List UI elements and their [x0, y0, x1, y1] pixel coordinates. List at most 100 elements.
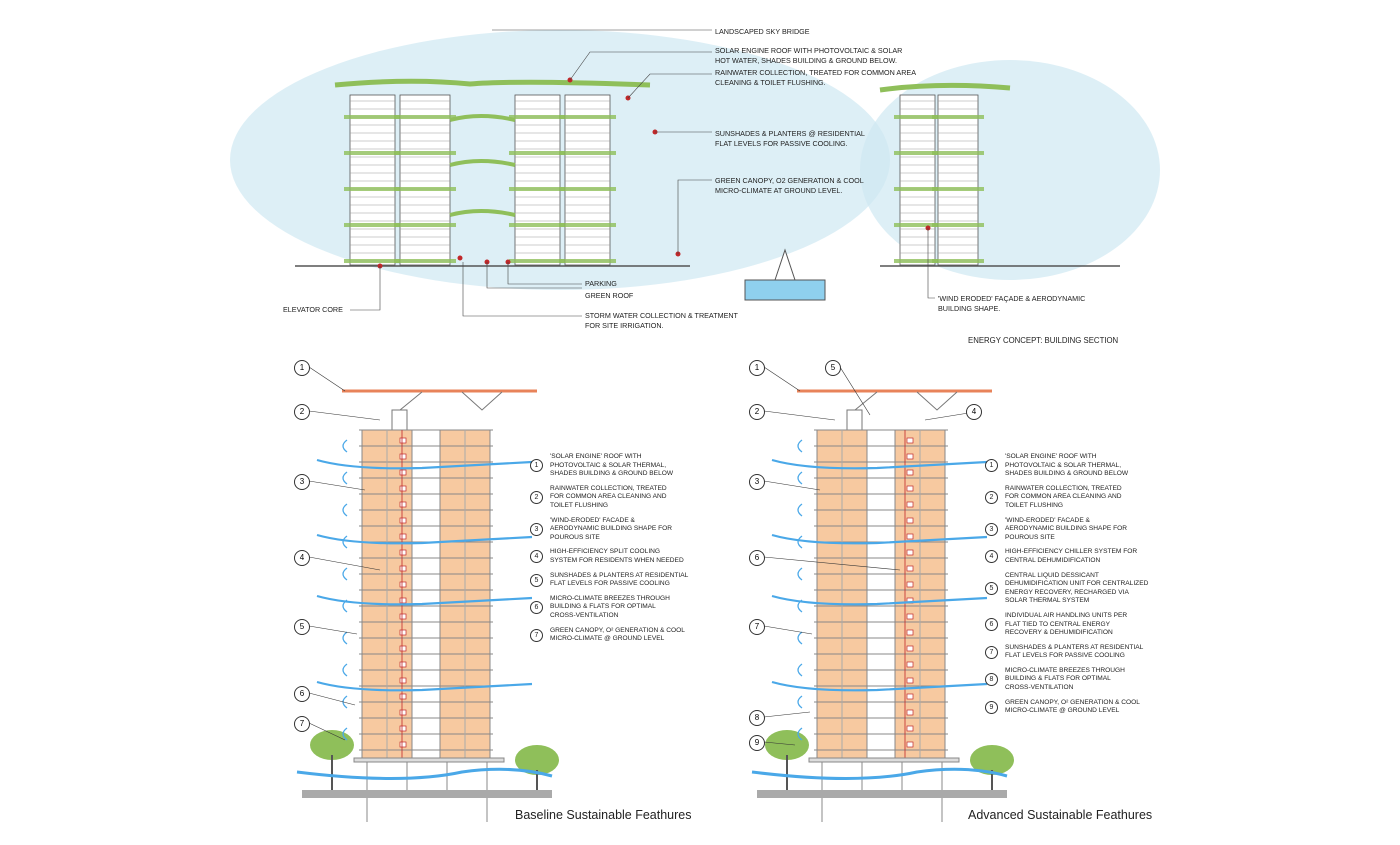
ac-unit	[399, 613, 407, 620]
ground-slab	[302, 790, 552, 798]
breeze-arrow	[771, 680, 988, 692]
planter	[394, 187, 456, 191]
planter	[394, 151, 456, 155]
planter	[394, 223, 456, 227]
ac-unit	[399, 565, 407, 572]
ac-unit	[399, 549, 407, 556]
planter	[509, 115, 566, 119]
planter	[894, 259, 941, 263]
tower	[564, 94, 611, 266]
callout-marker-4: 4	[966, 404, 982, 420]
wind-swirl	[342, 439, 348, 453]
ac-unit	[906, 485, 914, 492]
marker-leader	[308, 366, 346, 392]
legend-text: SUNSHADES & PLANTERS AT RESIDENTIAL FLAT…	[1005, 643, 1144, 660]
marker-leader	[763, 711, 811, 718]
legend-number: 7	[985, 645, 998, 659]
legend-item: 6 INDIVIDUAL AIR HANDLING UNITS PER FLAT …	[985, 612, 1148, 638]
callout-marker-7: 7	[749, 619, 765, 635]
legend-text: CENTRAL LIQUID DESSICANT DEHUMIDIFICATIO…	[1005, 571, 1149, 605]
planter	[932, 151, 984, 155]
ac-unit	[906, 613, 914, 620]
ac-unit	[906, 501, 914, 508]
marker-leader	[308, 692, 356, 706]
planter	[509, 151, 566, 155]
tower	[349, 94, 396, 266]
wind-swirl	[342, 727, 348, 741]
tree-canopy	[765, 730, 809, 760]
planter	[894, 223, 941, 227]
leader-line	[569, 51, 712, 81]
wind-swirl	[797, 631, 803, 645]
legend-number: 2	[985, 491, 998, 505]
wind-swirl	[797, 535, 803, 549]
legend-item: 1'SOLAR ENGINE' ROOF WITH PHOTOVOLTAIC &…	[985, 453, 1148, 479]
callout-marker-7: 7	[294, 716, 310, 732]
callout-marker-8: 8	[749, 710, 765, 726]
planter	[344, 223, 401, 227]
ac-unit	[399, 725, 407, 732]
callout-marker-2: 2	[294, 404, 310, 420]
sky-bridge	[449, 209, 516, 217]
legend-number: 6	[985, 618, 998, 632]
legend-item: 1'SOLAR ENGINE' ROOF WITH PHOTOVOLTAIC &…	[530, 453, 688, 479]
callout-dot	[457, 255, 463, 261]
leader-line	[462, 262, 582, 317]
wind-swirl	[797, 503, 803, 517]
wind-swirl	[797, 439, 803, 453]
legend-number: 3	[985, 522, 998, 536]
legend-number: 6	[530, 601, 543, 615]
ac-unit	[399, 693, 407, 700]
tower	[937, 94, 979, 266]
ac-unit	[906, 469, 914, 476]
marker-leader	[763, 556, 901, 571]
leader-line	[927, 228, 935, 299]
wind-swirl	[797, 567, 803, 581]
marker-leader	[763, 625, 813, 635]
wind-swirl	[342, 471, 348, 485]
planter	[559, 187, 616, 191]
ac-unit	[399, 517, 407, 524]
callout-marker-2: 2	[749, 404, 765, 420]
ac-unit	[399, 469, 407, 476]
legend-item: 3'WIND-ERODED' FACADE & AERODYNAMIC BUIL…	[985, 517, 1148, 543]
callout-marker-3: 3	[294, 474, 310, 490]
ac-unit	[906, 741, 914, 748]
ac-unit	[906, 629, 914, 636]
marker-leader	[763, 366, 801, 392]
ac-unit	[399, 437, 407, 444]
tree-canopy	[515, 745, 559, 775]
legend-number: 4	[985, 550, 998, 564]
callout-marker-9: 9	[749, 735, 765, 751]
callout-marker-6: 6	[294, 686, 310, 702]
planter	[344, 259, 401, 263]
leader-line	[507, 262, 582, 285]
marker-leader	[763, 741, 796, 746]
legend-text: INDIVIDUAL AIR HANDLING UNITS PER FLAT T…	[1005, 611, 1128, 637]
callout-storm-water: STORM WATER COLLECTION & TREATMENT FOR S…	[585, 311, 738, 330]
ac-unit	[906, 565, 914, 572]
legend-text: SUNSHADES & PLANTERS AT RESIDENTIAL FLAT…	[550, 571, 689, 588]
ground-breeze	[296, 767, 553, 780]
marker-leader	[763, 480, 821, 491]
leader-line	[350, 266, 381, 311]
legend-text: MICRO-CLIMATE BREEZES THROUGH BUILDING &…	[1005, 666, 1125, 692]
planter	[394, 115, 456, 119]
solar-roof	[334, 78, 651, 88]
roof-structure	[391, 391, 503, 430]
ac-unit	[906, 725, 914, 732]
wind-swirl	[342, 535, 348, 549]
marker-leader	[308, 410, 381, 421]
tree-canopy	[310, 730, 354, 760]
core	[411, 429, 441, 759]
ac-unit	[399, 581, 407, 588]
wind-swirl	[797, 727, 803, 741]
leader-line	[677, 179, 712, 254]
tower	[514, 94, 561, 266]
callout-sunshades: SUNSHADES & PLANTERS @ RESIDENTIAL FLAT …	[715, 129, 865, 148]
legend-number: 2	[530, 491, 543, 505]
baseline-title: Baseline Sustainable Feathures	[515, 808, 692, 822]
